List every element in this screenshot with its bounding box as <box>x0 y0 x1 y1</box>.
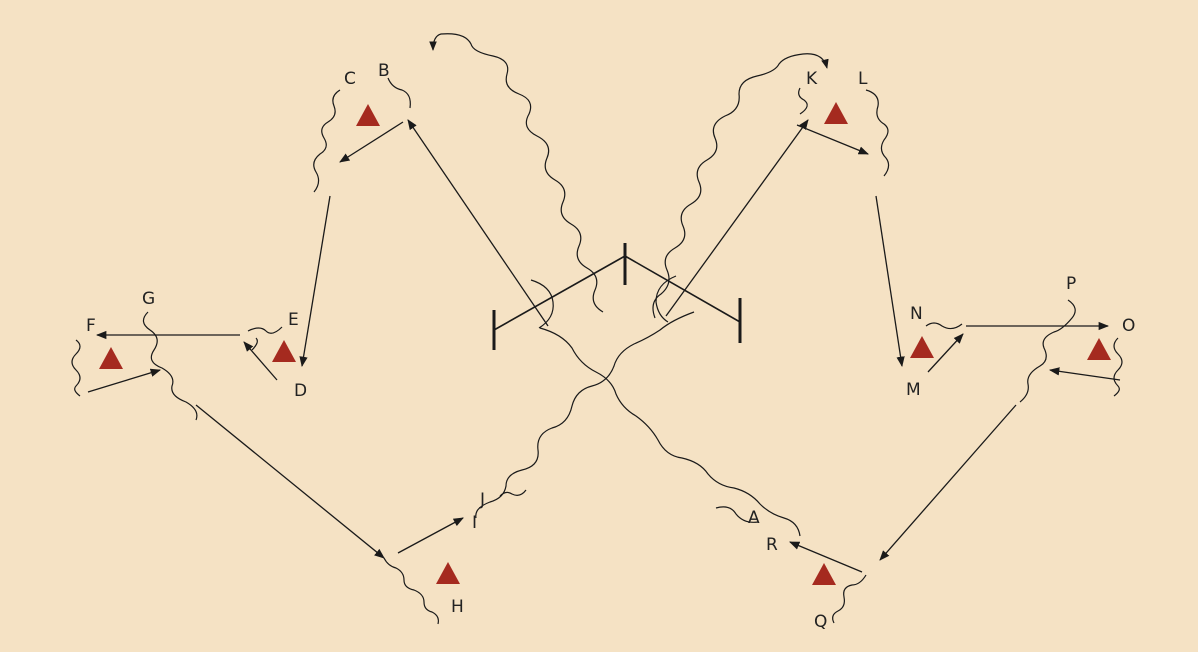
cone-icon <box>356 104 380 126</box>
label-k: K <box>806 69 818 89</box>
label-r: R <box>766 535 778 555</box>
cone-icon <box>436 562 460 584</box>
cone-icon <box>272 340 296 362</box>
cone-icon <box>99 347 123 369</box>
label-j: J <box>479 490 485 510</box>
label-a: A <box>748 508 760 528</box>
label-b: B <box>378 61 390 81</box>
pass-arrows <box>87 119 1121 573</box>
cone-icon <box>910 336 934 358</box>
label-m: M <box>906 380 921 400</box>
label-f: F <box>86 316 96 336</box>
cone-icon <box>812 563 836 585</box>
label-q: Q <box>814 612 827 632</box>
runs <box>71 33 1123 625</box>
label-c: C <box>344 69 356 89</box>
label-p: P <box>1066 274 1076 294</box>
cone-icon <box>1087 338 1111 360</box>
center-posts <box>492 243 742 350</box>
label-o: O <box>1122 316 1135 336</box>
label-n: N <box>910 304 923 324</box>
label-i: I <box>472 513 477 533</box>
label-l: L <box>858 69 868 89</box>
label-d: D <box>294 381 307 401</box>
label-g: G <box>142 289 155 309</box>
labels: A B C D E F G H I J K L M N O P Q R <box>86 61 1135 632</box>
cone-icon <box>824 102 848 124</box>
cones <box>99 102 1111 585</box>
label-h: H <box>451 597 464 617</box>
label-e: E <box>288 310 299 330</box>
